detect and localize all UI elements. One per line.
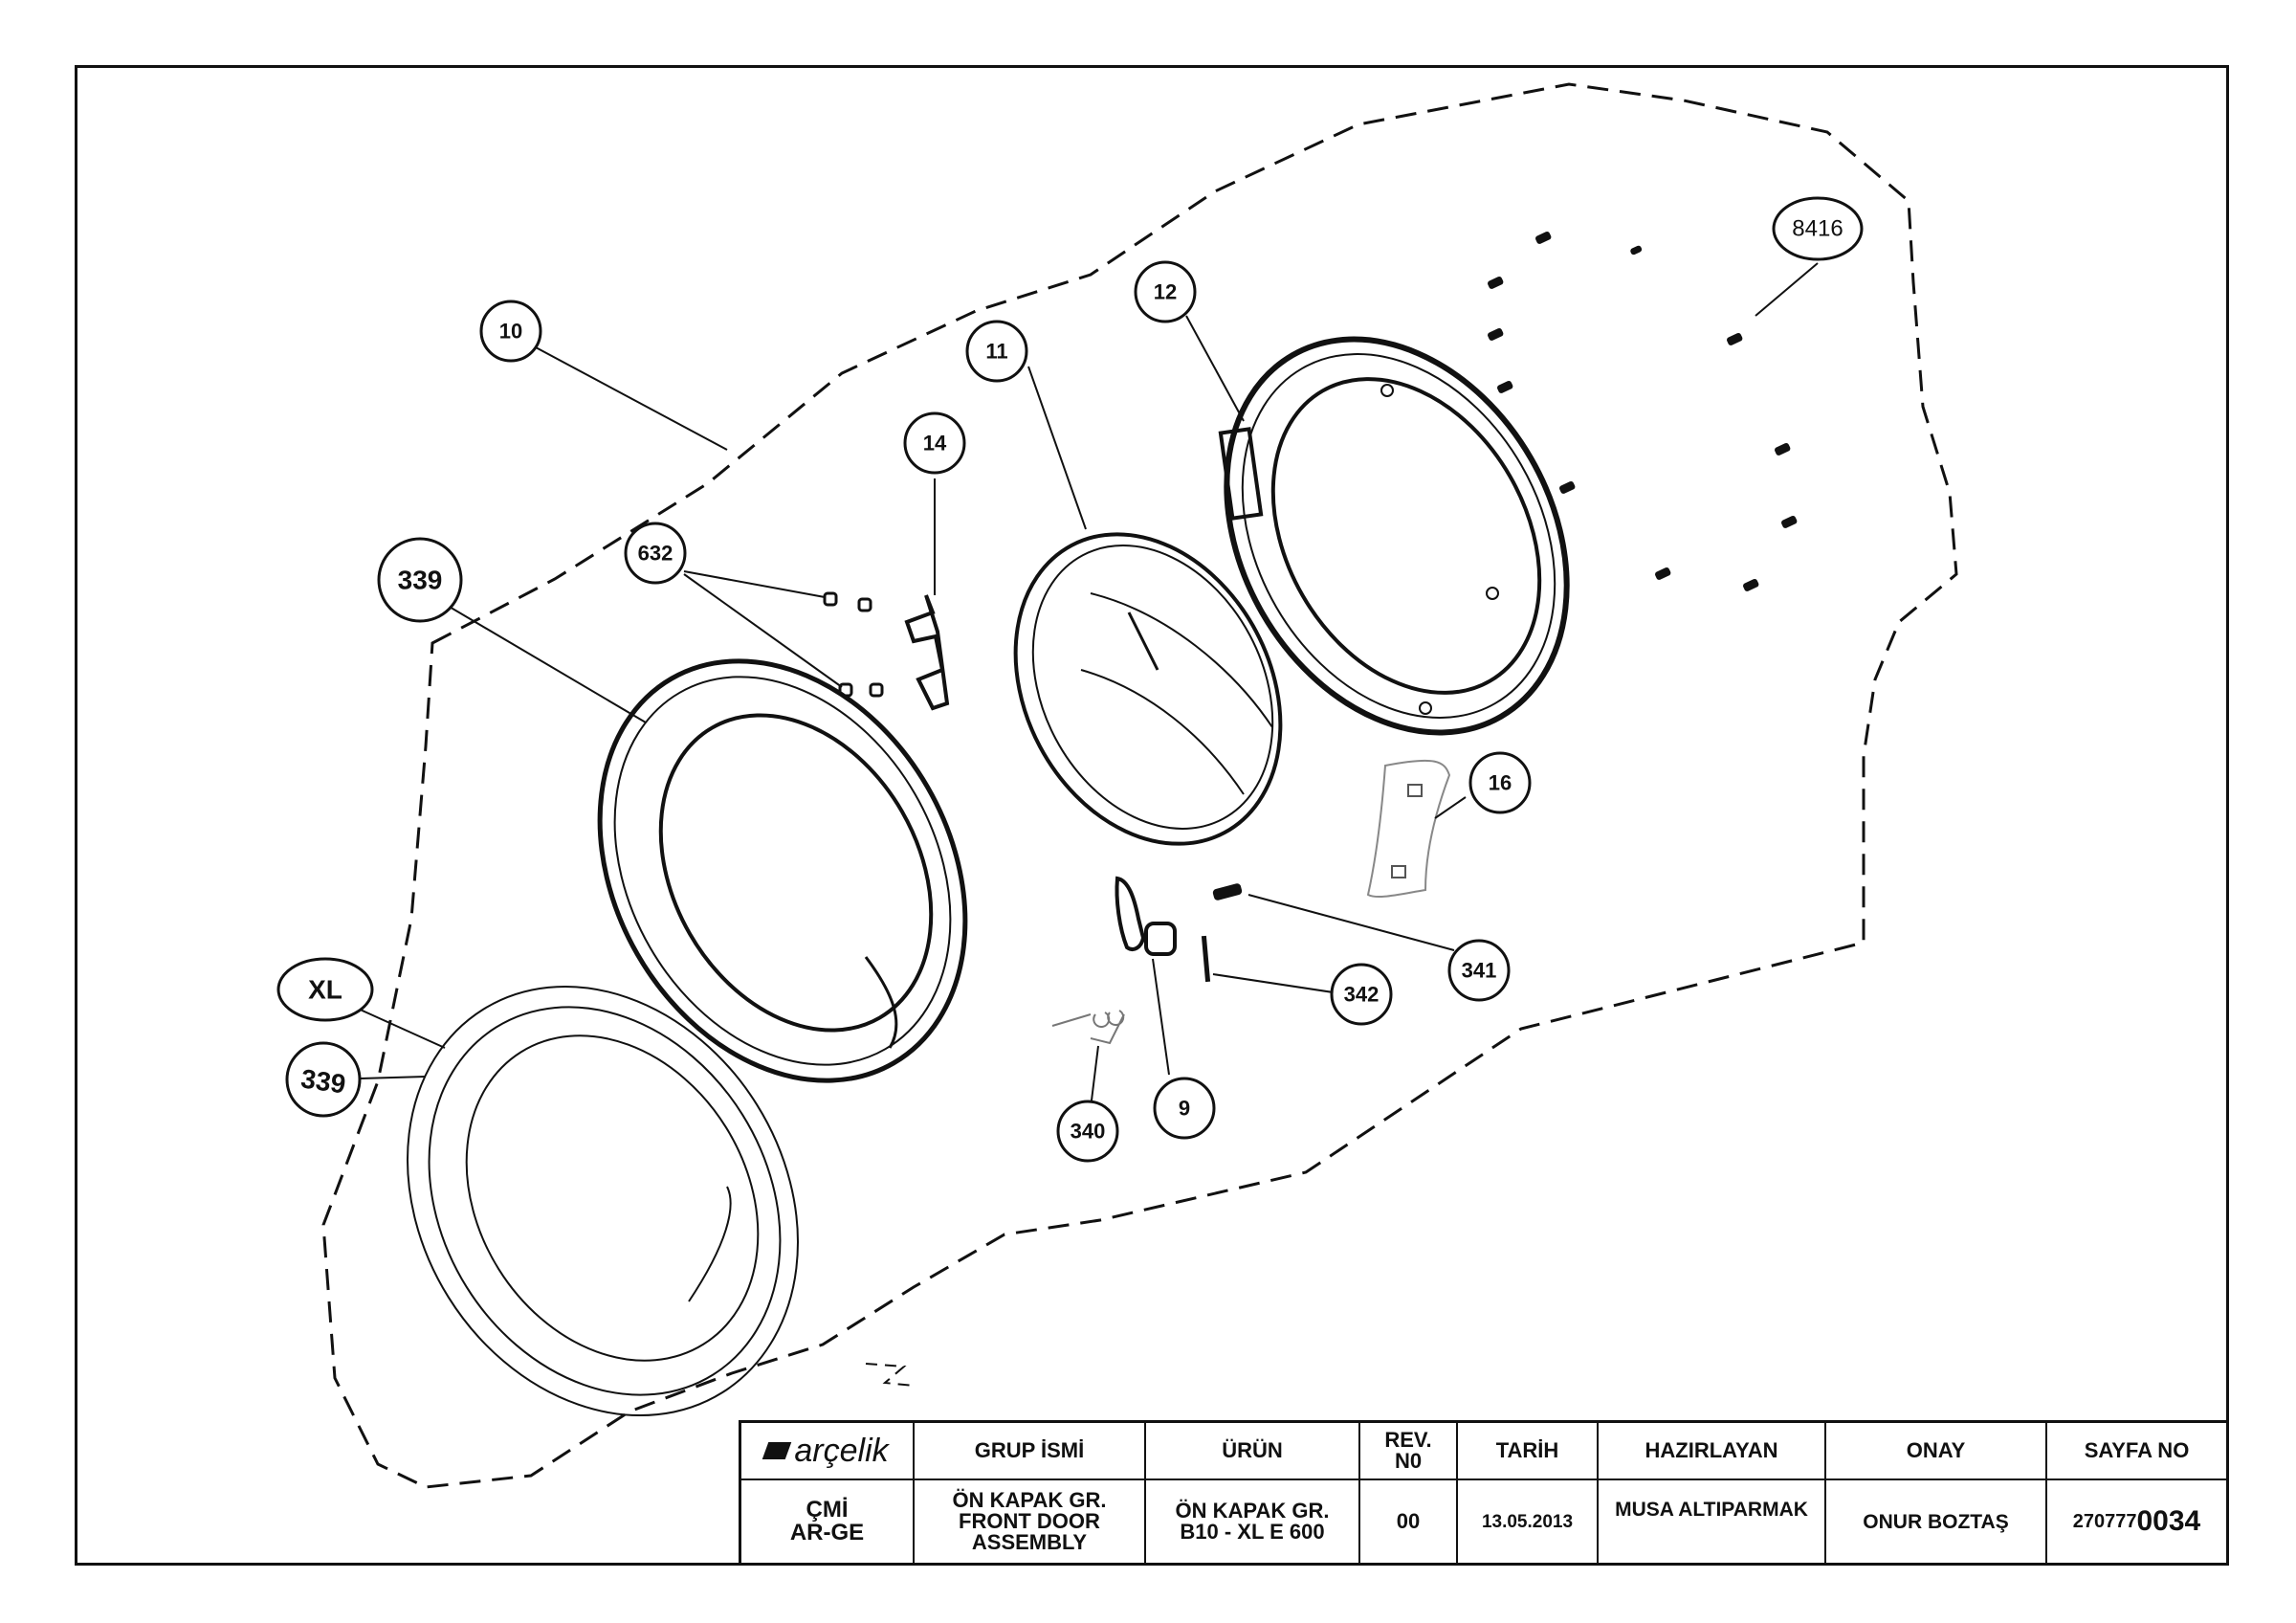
pin-341 (1212, 883, 1243, 900)
callout-circle-632 (624, 522, 687, 585)
callout-circle-14 (903, 411, 966, 475)
callout-circle-12 (1134, 260, 1197, 323)
inner-frame-11 (1013, 532, 1283, 846)
prepared-header: HAZIRLAYAN (1599, 1423, 1826, 1480)
approval-value: ONUR BOZTAŞ (1826, 1480, 2047, 1563)
company-logo: arçelik (741, 1423, 915, 1480)
rev-value: 00 (1360, 1480, 1458, 1563)
page-header: SAYFA NO (2047, 1423, 2226, 1480)
callout-339b: 339 (299, 1063, 348, 1099)
screws-8416 (1488, 231, 1798, 591)
door-bowl-339 (597, 658, 968, 1083)
department: ÇMİ AR-GE (741, 1480, 915, 1563)
callout-14: 14 (923, 432, 947, 456)
callout-circle-xl (276, 957, 374, 1022)
group-header: GRUP İSMİ (915, 1423, 1146, 1480)
callout-circle-11 (965, 320, 1028, 383)
callout-circle-341 (1447, 939, 1511, 1002)
rev-header: REV. N0 (1360, 1423, 1458, 1480)
logo-mark-icon (762, 1442, 792, 1459)
outline-notch (865, 1363, 915, 1387)
callout-xl: XL (308, 975, 342, 1005)
callout-632: 632 (638, 542, 673, 566)
product-header: ÜRÜN (1146, 1423, 1360, 1480)
callout-circle-9 (1153, 1077, 1216, 1140)
drawing-frame (75, 65, 2229, 1566)
group-name: ÖN KAPAK GR. FRONT DOOR ASSEMBLY (915, 1480, 1146, 1563)
callout-8416: 8416 (1792, 216, 1843, 242)
callout-339a: 339 (398, 566, 443, 595)
rod-342 (1201, 935, 1211, 983)
door-ring-xl (407, 985, 799, 1417)
callout-circle-342 (1330, 963, 1393, 1026)
product-name: ÖN KAPAK GR. B10 - XL E 600 (1146, 1480, 1360, 1563)
logo-text: arçelik (794, 1433, 889, 1469)
callout-16: 16 (1489, 771, 1512, 795)
bushings-632 (823, 591, 884, 698)
date-value: 13.05.2013 (1458, 1480, 1599, 1563)
hinge-bracket-14 (904, 594, 950, 711)
callout-circle-16 (1468, 751, 1532, 814)
callout-10: 10 (499, 320, 522, 344)
date-header: TARİH (1458, 1423, 1599, 1480)
callout-circle-340 (1056, 1100, 1119, 1163)
spring-340 (1051, 1010, 1125, 1045)
leader-lines (355, 262, 1819, 1109)
callout-341: 341 (1462, 959, 1497, 983)
prepared-value: MUSA ALTIPARMAK (1599, 1480, 1826, 1563)
callout-circle-8416 (1772, 196, 1864, 261)
callout-12: 12 (1154, 280, 1177, 304)
approval-header: ONAY (1826, 1423, 2047, 1480)
plate-16 (1366, 759, 1451, 899)
callout-342: 342 (1344, 983, 1380, 1007)
assembly-outline (321, 82, 1958, 1489)
callout-11: 11 (985, 340, 1007, 364)
title-block: arçelik GRUP İSMİ ÜRÜN REV. N0 TARİH HAZ… (739, 1420, 2229, 1566)
outer-frame-12 (1218, 336, 1570, 736)
callout-9: 9 (1179, 1097, 1190, 1121)
callout-circle-339a (377, 537, 463, 623)
callout-circle-339b (285, 1041, 362, 1118)
callout-circle-10 (479, 300, 542, 363)
callout-340: 340 (1071, 1120, 1106, 1144)
handle-9 (1115, 876, 1177, 956)
